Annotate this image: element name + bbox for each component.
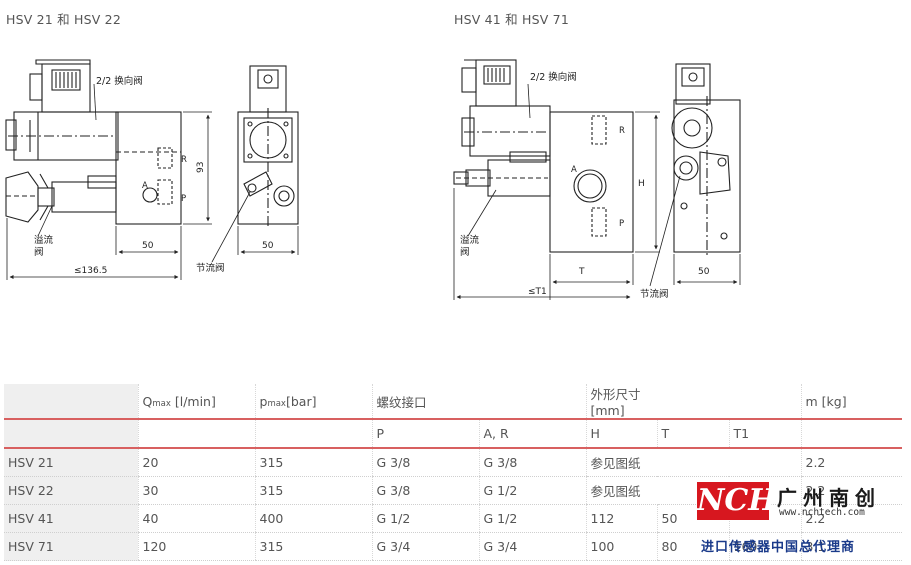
right-port-p: P [619, 219, 624, 229]
right-valve-label: 2/2 换向阀 [530, 71, 577, 83]
header-cell [4, 384, 138, 420]
right-side-view [453, 59, 660, 300]
right-dim-t: T [578, 267, 585, 277]
table-row: HSV 22 30 315 G 3/8 G 1/2 参见图纸 2.2 [4, 476, 902, 505]
row-h: 112 [585, 504, 657, 533]
right-relief-label-1: 溢流 [460, 234, 480, 246]
row-model: HSV 41 [4, 504, 138, 533]
header-cell [657, 384, 729, 420]
subheader-cell [137, 419, 255, 449]
row-qmax: 40 [137, 504, 255, 533]
row-t: 80 [656, 532, 729, 561]
nch-url: www.nchtech.com [779, 507, 865, 518]
subheader-h: H [585, 419, 657, 449]
right-dim-t1: ≤T1 [528, 287, 547, 297]
row-pmax: 315 [254, 532, 372, 561]
left-throttle-label: 节流阀 [196, 262, 225, 274]
row-pmax: 315 [254, 448, 372, 477]
right-front-view [649, 63, 741, 287]
row-model: HSV 22 [4, 476, 138, 505]
left-front-view [211, 65, 299, 263]
row-mass: 2.2 [800, 504, 902, 533]
left-dim-width1: 50 [142, 241, 154, 251]
header-dimensions: 外形尺寸[mm] [585, 384, 657, 420]
row-mass: 3.1 [800, 532, 902, 561]
header-cell [729, 384, 801, 420]
left-valve-label: 2/2 换向阀 [96, 75, 143, 87]
subheader-ar: A, R [478, 419, 586, 449]
table-row: HSV 71 120 315 G 3/4 G 3/4 100 80 160 3.… [4, 532, 902, 561]
nch-company-name: 广州南创 [777, 486, 881, 510]
row-port-ar: G 1/2 [478, 476, 586, 505]
left-dim-height: 93 [196, 162, 206, 173]
row-h: 100 [585, 532, 657, 561]
row-port-ar: G 3/4 [478, 532, 586, 561]
subheader-t: T [656, 419, 729, 449]
left-relief-label-1: 溢流 [34, 234, 54, 246]
subheader-cell [800, 419, 902, 449]
subheader-t1: T1 [728, 419, 801, 449]
row-h: 参见图纸 [585, 448, 657, 477]
left-relief-label-2: 阀 [34, 246, 44, 258]
subheader-cell [4, 419, 138, 449]
right-throttle-label: 节流阀 [640, 288, 669, 300]
right-front-dim-width: 50 [698, 267, 710, 277]
row-port-p: G 3/8 [371, 476, 479, 505]
row-port-ar: G 3/8 [478, 448, 586, 477]
row-h: 参见图纸 [585, 476, 657, 505]
table-row: HSV 41 40 400 G 1/2 G 1/2 112 50 2.2 [4, 504, 902, 533]
row-t [657, 448, 729, 477]
left-side-view [5, 59, 212, 280]
subheader-p: P [371, 419, 479, 449]
header-cell [479, 384, 586, 420]
row-pmax: 400 [254, 504, 372, 533]
header-ports: 螺纹接口 [371, 384, 479, 420]
row-port-p: G 1/2 [371, 504, 479, 533]
header-pmax: pmax[bar] [254, 384, 372, 420]
header-mass: m [kg] [800, 384, 902, 420]
left-port-p: P [181, 194, 186, 204]
table-subheader-row: P A, R H T T1 [4, 419, 902, 449]
nch-slogan: 进口传感器中国总代理商 [701, 540, 856, 555]
table-header-row: Qmax [l/min] pmax[bar] 螺纹接口 外形尺寸[mm] m [… [4, 384, 902, 420]
row-t1 [729, 448, 801, 477]
right-dim-h: H [638, 179, 645, 189]
row-qmax: 30 [137, 476, 255, 505]
left-port-r: R [181, 155, 187, 165]
row-model: HSV 71 [4, 532, 138, 561]
subheader-cell [254, 419, 372, 449]
row-t1: 160 [728, 532, 801, 561]
header-qmax: Qmax [l/min] [137, 384, 255, 420]
row-port-p: G 3/8 [371, 448, 479, 477]
spec-table: Qmax [l/min] pmax[bar] 螺纹接口 外形尺寸[mm] m [… [4, 384, 902, 561]
table-row: HSV 21 20 315 G 3/8 G 3/8 参见图纸 2.2 [4, 448, 902, 477]
left-dim-length: ≤136.5 [74, 266, 107, 276]
row-port-p: G 3/4 [371, 532, 479, 561]
right-relief-label-2: 阀 [460, 246, 470, 258]
technical-drawings: 2/2 换向阀 溢流 阀 R P A 50 ≤136.5 93 50 节流阀 [5, 59, 741, 300]
row-model: HSV 21 [4, 448, 138, 477]
right-port-r: R [619, 126, 625, 136]
left-front-dim-width: 50 [262, 241, 274, 251]
right-port-a: A [571, 165, 577, 175]
right-drawing-title: HSV 41 和 HSV 71 [454, 12, 569, 27]
row-qmax: 20 [137, 448, 255, 477]
nch-logo: NCH [697, 482, 777, 520]
row-pmax: 315 [254, 476, 372, 505]
row-qmax: 120 [137, 532, 255, 561]
row-mass: 2.2 [800, 476, 902, 505]
left-drawing-title: HSV 21 和 HSV 22 [6, 12, 121, 27]
row-mass: 2.2 [800, 448, 902, 477]
left-port-a: A [142, 181, 148, 191]
row-port-ar: G 1/2 [478, 504, 586, 533]
